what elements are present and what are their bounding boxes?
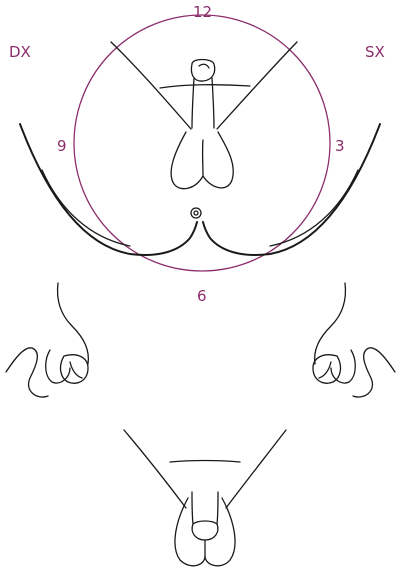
left-profile-detail bbox=[70, 362, 82, 378]
frontal-view bbox=[124, 430, 286, 566]
clock-label-3: 3 bbox=[335, 137, 345, 155]
right-profile-view bbox=[313, 283, 395, 397]
clock-label-9: 9 bbox=[57, 137, 67, 155]
penis-glans-detail bbox=[199, 64, 209, 68]
left-profile-view bbox=[6, 283, 88, 397]
right-profile-buttock bbox=[353, 348, 395, 397]
label-dx: DX bbox=[9, 43, 31, 61]
label-sx: SX bbox=[365, 43, 385, 61]
left-profile-back bbox=[58, 283, 89, 364]
right-profile-back bbox=[315, 283, 346, 364]
frontal-right-thigh bbox=[226, 430, 286, 508]
frontal-pubic-line bbox=[170, 461, 240, 463]
main-view: 12 3 6 9 bbox=[20, 3, 380, 305]
left-profile-genital bbox=[61, 355, 88, 383]
penis-shaft bbox=[192, 78, 214, 128]
frontal-glans bbox=[192, 521, 218, 540]
right-buttock-shadow bbox=[270, 170, 358, 246]
anus-outer bbox=[191, 208, 201, 218]
anus-inner bbox=[194, 211, 198, 215]
penis-glans bbox=[191, 60, 214, 82]
right-profile-genital bbox=[313, 355, 340, 383]
clock-label-12: 12 bbox=[193, 3, 212, 21]
clock-label-6: 6 bbox=[197, 287, 207, 305]
frontal-left-thigh bbox=[124, 430, 186, 508]
right-profile-detail bbox=[319, 362, 331, 378]
lower-abdomen-line bbox=[160, 85, 250, 88]
clock-circle bbox=[74, 15, 330, 271]
left-profile-buttock bbox=[6, 348, 48, 397]
left-buttock-shadow bbox=[42, 170, 130, 246]
left-buttock-outline bbox=[20, 124, 197, 255]
frontal-penis-shaft bbox=[192, 492, 218, 524]
